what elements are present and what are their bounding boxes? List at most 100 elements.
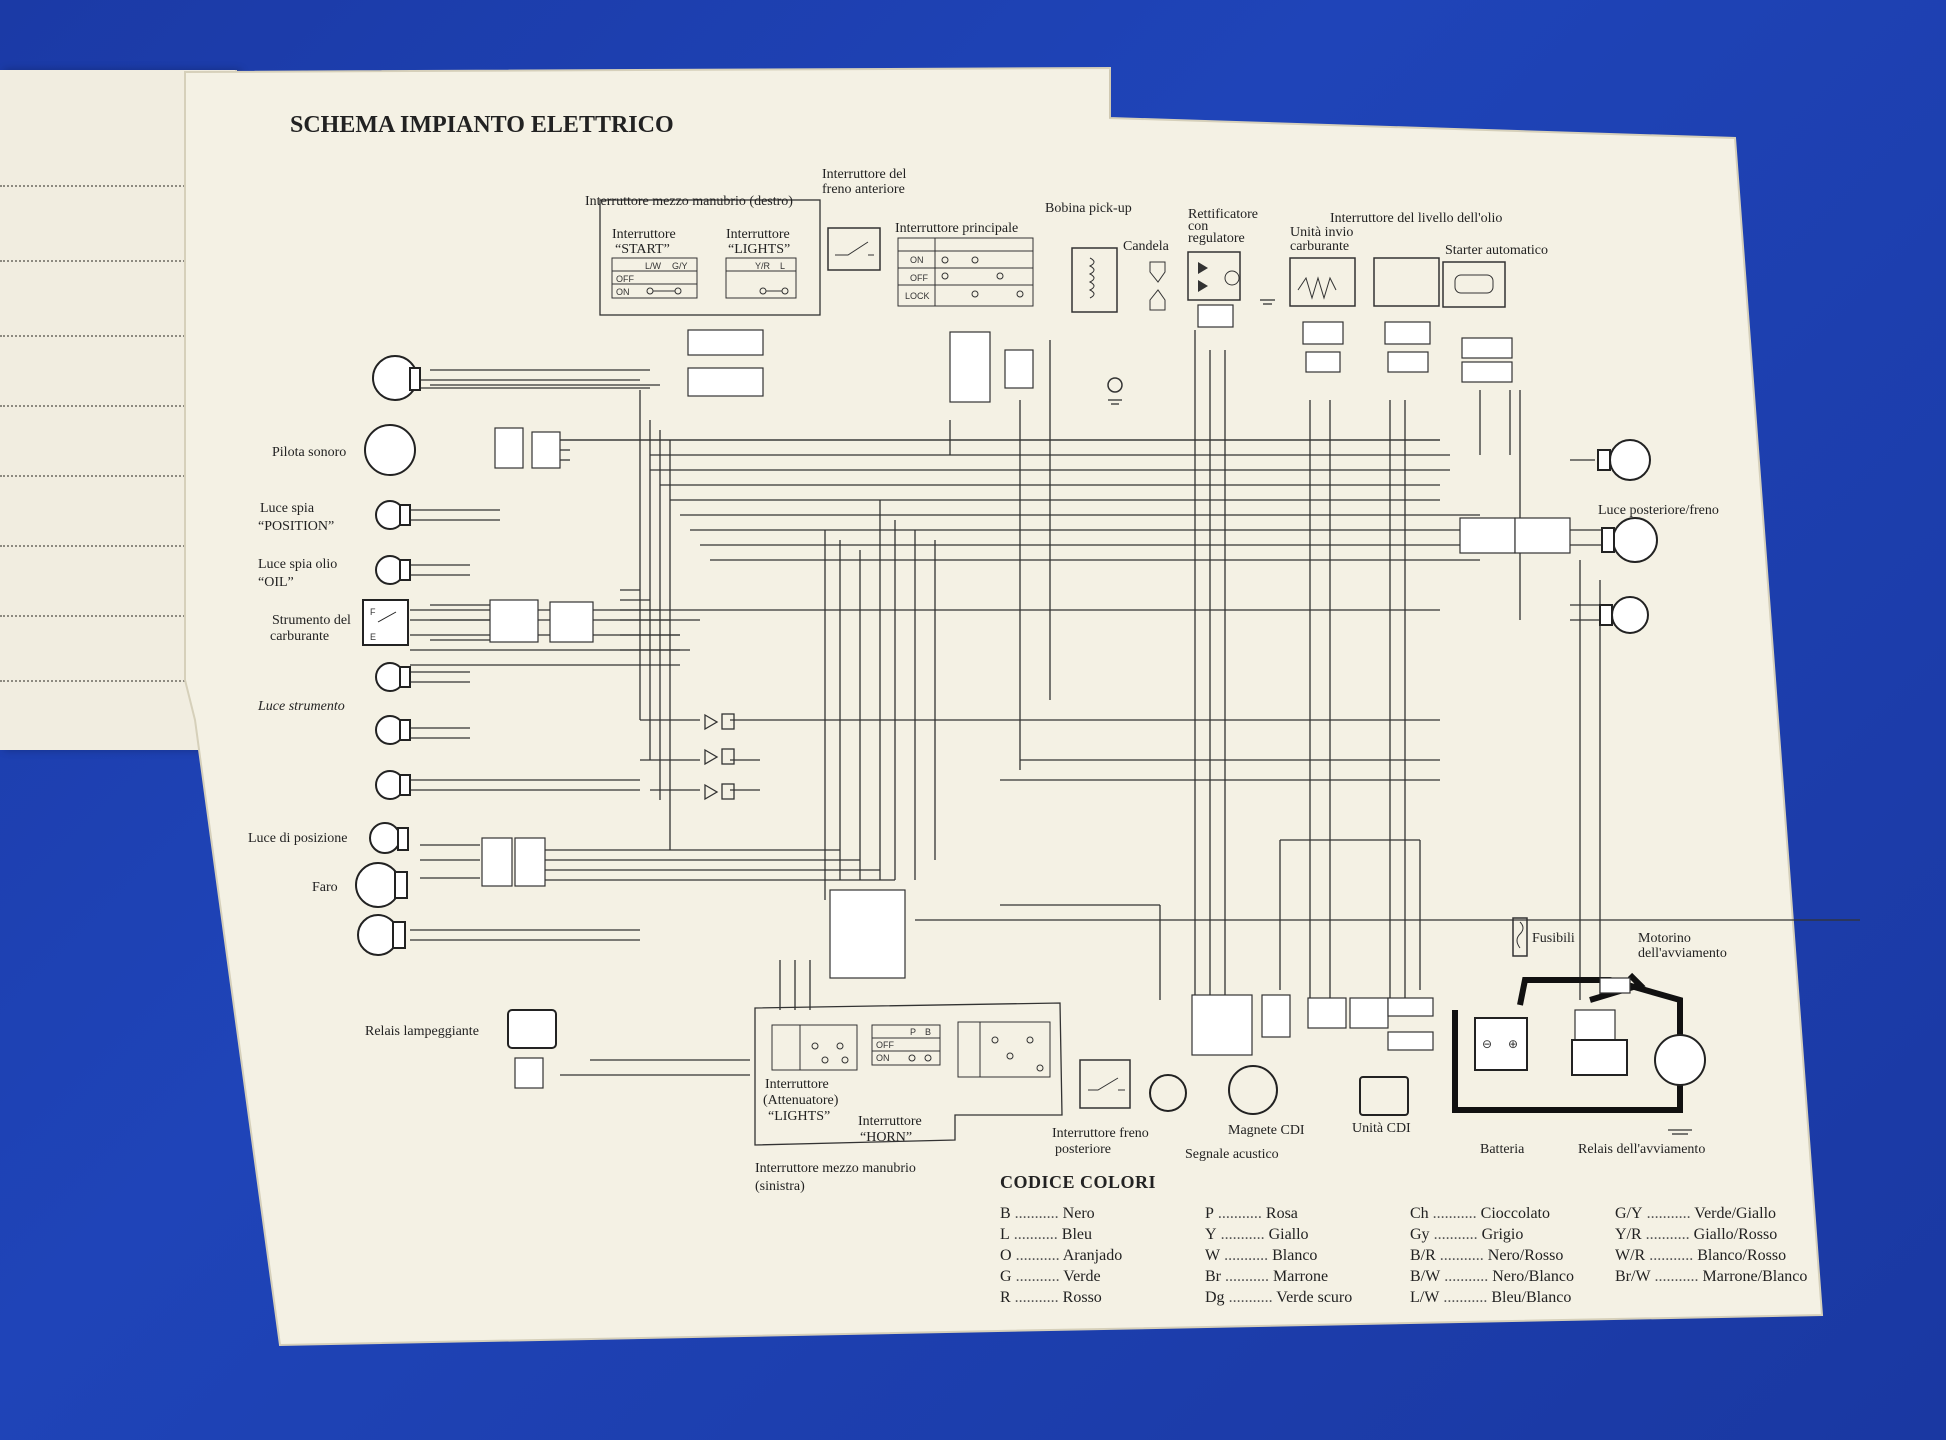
main-switch-table: ON OFF LOCK: [897, 237, 1034, 307]
label-dimmer-3: “LIGHTS”: [768, 1109, 830, 1124]
svg-text:OFF: OFF: [616, 274, 634, 284]
svg-text:LOCK: LOCK: [905, 291, 930, 301]
label-oil-level-switch: Interruttore del livello dell'olio: [1330, 211, 1502, 226]
legend-entry: R ........... Rosso: [1000, 1289, 1102, 1306]
label-horn: Segnale acustico: [1185, 1147, 1279, 1162]
legend-code: B/R: [1410, 1247, 1436, 1264]
fuel-gauge: [362, 599, 409, 646]
label-tail-brake-light: Luce posteriore/freno: [1598, 503, 1719, 518]
legend-entry: Y ........... Giallo: [1205, 1226, 1309, 1243]
label-position-light-2: “POSITION”: [258, 519, 334, 534]
label-rectifier-1: Rettificatore: [1188, 207, 1258, 222]
legend-color-name: Marrone/Blanco: [1702, 1268, 1808, 1285]
svg-text:L: L: [780, 261, 785, 271]
legend-color-name: Giallo: [1268, 1226, 1309, 1243]
legend-code: R: [1000, 1289, 1011, 1306]
legend-color-name: Nero/Rosso: [1487, 1247, 1564, 1264]
rectifier-regulator: [1187, 251, 1241, 301]
legend-code: L/W: [1410, 1289, 1440, 1306]
sensor-icon: [1107, 377, 1123, 393]
legend-color-name: Blanco: [1272, 1247, 1318, 1264]
legend-code: P: [1205, 1205, 1214, 1222]
legend-code: Ch: [1410, 1205, 1429, 1222]
legend-color-name: Giallo/Rosso: [1693, 1226, 1778, 1243]
legend-color-name: Verde: [1063, 1268, 1101, 1285]
svg-text:B: B: [925, 1027, 931, 1037]
legend-code: G/Y: [1615, 1205, 1643, 1222]
legend-entry: O ........... Aranjado: [1000, 1247, 1123, 1264]
lights-switch-table: Y/R L: [725, 257, 797, 299]
rear-lamps: [1597, 439, 1658, 634]
svg-text:ON: ON: [616, 287, 630, 297]
auto-starter: [1442, 261, 1506, 308]
label-position-lamp: Luce di posizione: [248, 831, 348, 846]
label-fuel-sender-1: Unità invio: [1290, 225, 1353, 240]
legend-entry: Gy ........... Grigio: [1410, 1226, 1524, 1243]
legend-color-name: Nero: [1062, 1205, 1095, 1222]
label-fuel-gauge-1: Strumento del: [272, 613, 351, 628]
label-horn-switch-1: Interruttore: [858, 1114, 922, 1129]
label-pickup-coil: Bobina pick-up: [1045, 201, 1132, 216]
label-battery: Batteria: [1480, 1142, 1525, 1157]
label-lights-switch-1: Interruttore: [726, 227, 790, 242]
left-handlebar-switch-group: [754, 1002, 1063, 1146]
legend-entry: B/R ........... Nero/Rosso: [1410, 1247, 1564, 1264]
label-oil-light-2: “OIL”: [258, 575, 294, 590]
label-fuses: Fusibili: [1532, 931, 1575, 946]
label-left-handlebar-2: (sinistra): [755, 1179, 805, 1194]
battery: [1474, 1017, 1528, 1071]
legend-code: G: [1000, 1268, 1012, 1285]
legend-title: CODICE COLORI: [1000, 1172, 1157, 1192]
legend-entry: W ........... Blanco: [1205, 1247, 1318, 1264]
svg-text:OFF: OFF: [910, 273, 928, 283]
label-starter-motor-2: dell'avviamento: [1638, 946, 1727, 961]
legend-entry: L ........... Bleu: [1000, 1226, 1092, 1243]
label-horn-switch-2: “HORN”: [860, 1130, 912, 1145]
legend-entry: G ........... Verde: [1000, 1268, 1101, 1285]
wire-harness: [410, 330, 1860, 1076]
left-lamps: [355, 355, 421, 956]
diagram-title: SCHEMA IMPIANTO ELETTRICO: [290, 112, 674, 138]
legend-code: W/R: [1615, 1247, 1646, 1264]
label-oil-light-1: Luce spia olio: [258, 557, 337, 572]
legend-entry: Br ........... Marrone: [1205, 1268, 1329, 1285]
legend-color-name: Marrone: [1273, 1268, 1329, 1285]
legend-color-name: Blanco/Rosso: [1697, 1247, 1787, 1264]
legend-code: O: [1000, 1247, 1012, 1264]
turn-switch-table: [957, 1021, 1051, 1078]
legend-entry: L/W ........... Bleu/Blanco: [1410, 1289, 1572, 1306]
legend-color-name: Rosa: [1265, 1205, 1298, 1222]
label-rear-brake-2: posteriore: [1055, 1142, 1111, 1157]
label-start-switch-2: “START”: [615, 242, 670, 257]
legend-color-name: Verde/Giallo: [1694, 1205, 1777, 1222]
legend-entry: Y/R ........... Giallo/Rosso: [1615, 1226, 1778, 1243]
legend-entry: Br/W ........... Marrone/Blanco: [1615, 1268, 1808, 1285]
fuse: [1512, 917, 1528, 957]
legend-entry: Dg ........... Verde scuro: [1205, 1289, 1353, 1306]
legend-code: W: [1205, 1247, 1221, 1264]
connectors: [481, 304, 1631, 1089]
label-starter-motor-1: Motorino: [1638, 931, 1691, 946]
label-starter-relay: Relais dell'avviamento: [1578, 1142, 1705, 1157]
label-lights-switch-2: “LIGHTS”: [728, 242, 790, 257]
legend-entry: P ........... Rosa: [1205, 1205, 1298, 1222]
svg-text:⊕: ⊕: [1508, 1037, 1518, 1051]
label-rear-brake-1: Interruttore freno: [1052, 1126, 1149, 1141]
legend-code: Dg: [1205, 1289, 1225, 1306]
label-cdi-unit: Unità CDI: [1352, 1121, 1411, 1136]
label-rectifier-2: con: [1188, 219, 1208, 234]
label-fuel-sender-2: carburante: [1290, 239, 1349, 254]
label-auto-starter: Starter automatico: [1445, 243, 1548, 258]
label-main-switch: Interruttore principale: [895, 221, 1018, 236]
label-dimmer-2: (Attenuatore): [763, 1093, 839, 1108]
label-horn-pilot: Pilota sonoro: [272, 445, 346, 460]
label-cdi-magneto: Magnete CDI: [1228, 1123, 1305, 1138]
label-rectifier-3: regulatore: [1188, 231, 1245, 246]
dimmer-switch-table: [771, 1024, 858, 1071]
svg-text:L/W: L/W: [645, 261, 662, 271]
label-front-brake-2: freno anteriore: [822, 182, 905, 197]
legend-color-name: Verde scuro: [1276, 1289, 1353, 1306]
label-start-switch-1: Interruttore: [612, 227, 676, 242]
